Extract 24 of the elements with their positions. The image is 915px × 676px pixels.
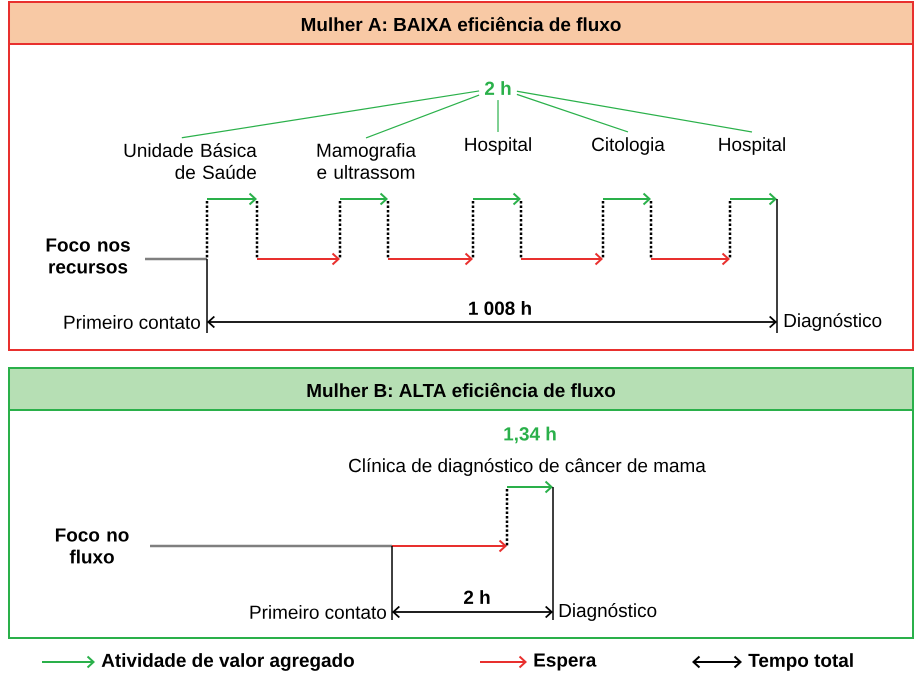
end-label: Diagnóstico <box>560 603 656 621</box>
side-label: Foco no fluxo <box>56 528 129 564</box>
duration-label: 2 h <box>484 81 510 95</box>
leader-line <box>182 90 480 138</box>
place-label: Clínica de diagnóstico de câncer de mama <box>349 458 706 476</box>
start-label: Primeiro contato <box>250 605 386 619</box>
leader-line <box>516 94 628 133</box>
start-label: Primeiro contato <box>64 315 200 329</box>
leader-line <box>366 94 480 138</box>
place-label: Unidade Básica de Saúde <box>124 142 257 180</box>
duration-label: 2 h <box>464 590 490 604</box>
legend-label: Espera <box>534 654 596 670</box>
duration-label: 1,34 h <box>504 426 556 444</box>
end-label: Diagnóstico <box>784 313 882 331</box>
legend-label: Tempo total <box>748 653 853 671</box>
place-label: Hospital <box>719 137 785 155</box>
duration-label: 1 008 h <box>469 301 531 315</box>
leader-line <box>516 90 752 133</box>
place-label: Mamografia e ultrassom <box>317 143 416 179</box>
place-label: Citologia <box>592 137 665 155</box>
legend-label: Atividade de valor agregado <box>102 653 354 671</box>
place-label: Hospital <box>465 137 531 155</box>
side-label: Foco nos recursos <box>46 238 130 274</box>
leader-line <box>497 100 499 132</box>
